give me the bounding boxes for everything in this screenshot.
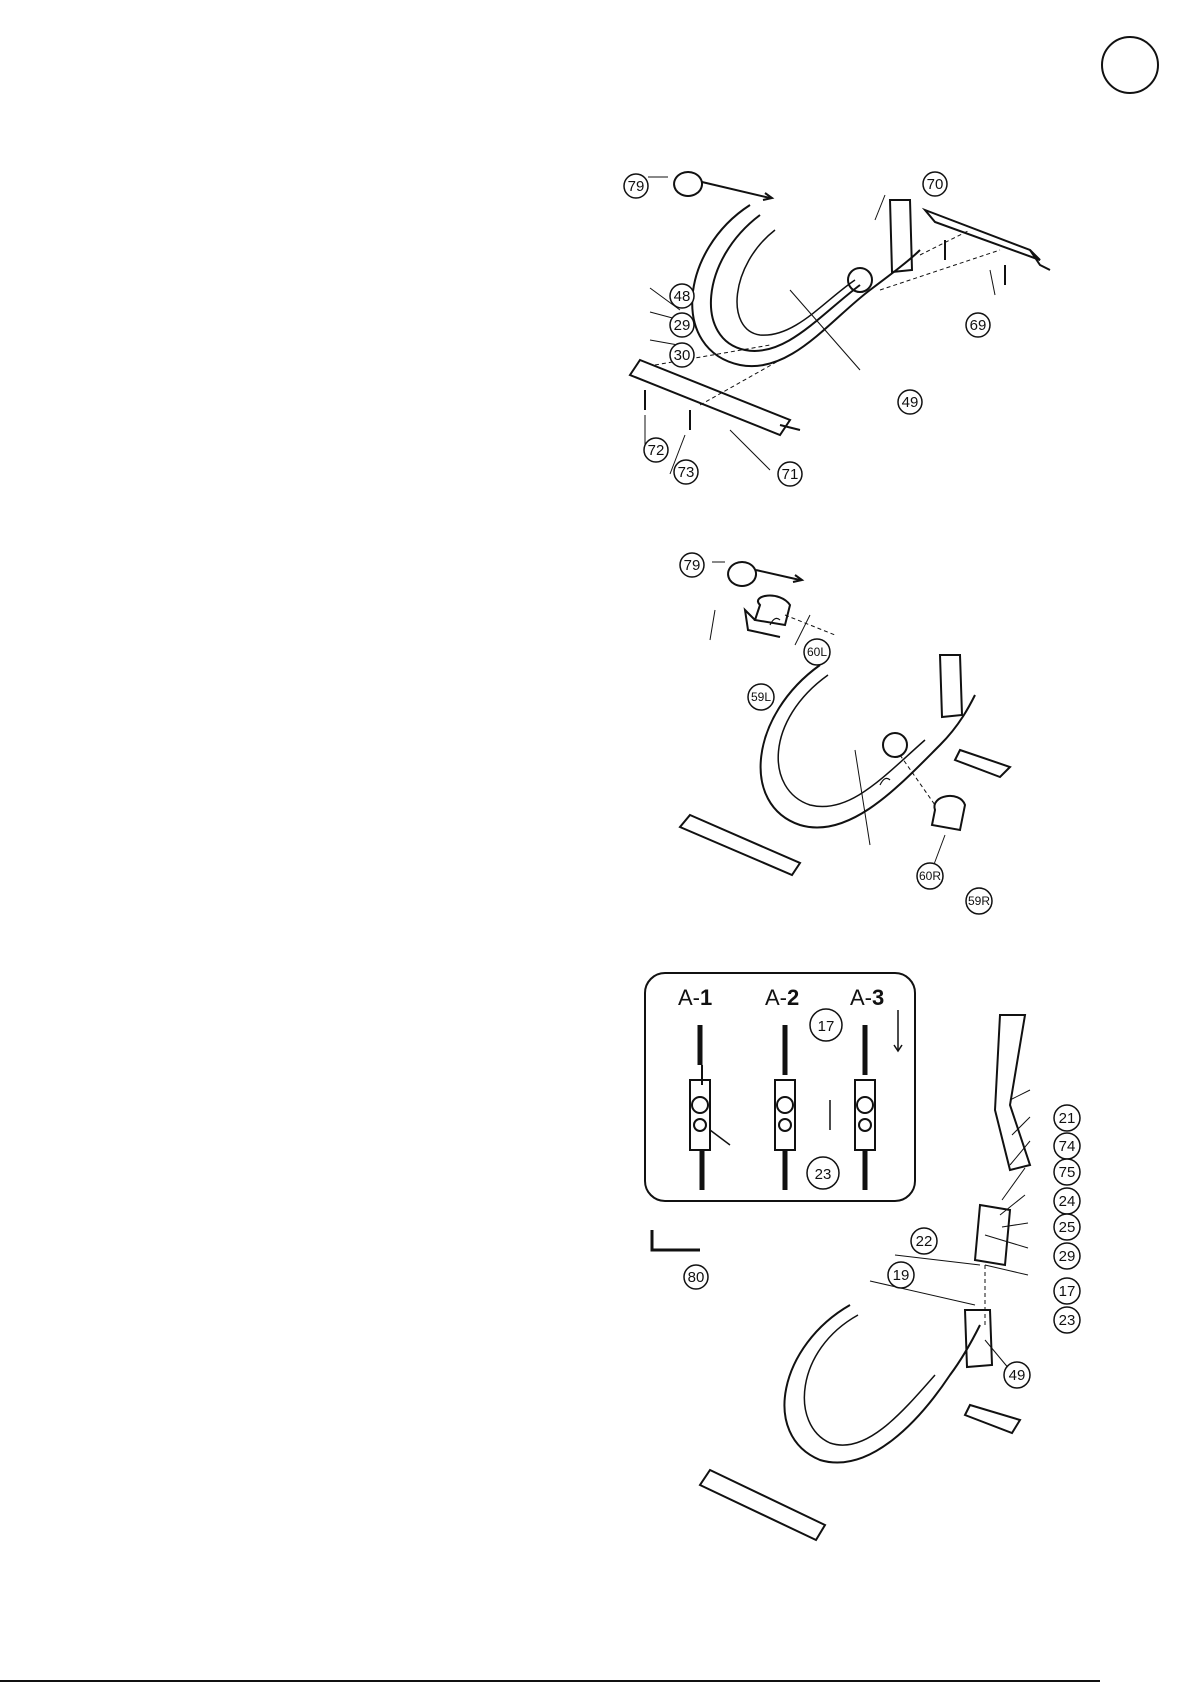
part-label: 24: [1059, 1193, 1076, 1210]
part-label: 49: [1009, 1367, 1026, 1384]
inset-step-label: A-3: [850, 985, 884, 1010]
part-label: 70: [927, 176, 944, 193]
footer-rule: [0, 1680, 1100, 1682]
part-label: 79: [628, 178, 645, 195]
part-label: 59L: [751, 690, 771, 704]
part-label: 23: [815, 1166, 832, 1183]
figure2-callouts: 79 60L 59L 60R 59R: [670, 545, 1050, 925]
figure1-callout-layer: 79 70 48 29 30 69 49 72 73 71: [620, 160, 1090, 500]
part-label: 19: [893, 1267, 910, 1284]
part-label: 23: [1059, 1312, 1076, 1329]
part-label: 17: [818, 1018, 835, 1035]
page-marker-circle: [1101, 36, 1159, 94]
figure3-callouts: A-1 A-2 A-3 17 23 80 21 74 75: [640, 965, 1100, 1560]
part-label: 25: [1059, 1219, 1076, 1236]
part-label: 22: [916, 1233, 933, 1250]
figure2-callout-layer: 79 60L 59L 60R 59R: [670, 545, 1050, 925]
part-label: 29: [674, 317, 691, 334]
part-label: 60L: [807, 645, 827, 659]
part-label: 75: [1059, 1164, 1076, 1181]
figure3-callout-layer: A-1 A-2 A-3 17 23 80 21 74 75: [640, 965, 1100, 1560]
part-label: 59R: [968, 894, 990, 908]
part-label: 79: [684, 557, 701, 574]
part-label: 73: [678, 464, 695, 481]
part-label: 74: [1059, 1138, 1076, 1155]
part-label: 60R: [919, 869, 941, 883]
part-label: 49: [902, 394, 919, 411]
part-label: 48: [674, 288, 691, 305]
figure1-callouts: 79 70 48 29 30 69 49 72 73 71: [620, 160, 1090, 500]
part-label: 72: [648, 442, 665, 459]
part-label: 21: [1059, 1110, 1076, 1127]
part-label: 71: [782, 466, 799, 483]
part-label: 80: [688, 1269, 705, 1286]
inset-step-label: A-1: [678, 985, 712, 1010]
part-label: 30: [674, 347, 691, 364]
part-label: 17: [1059, 1283, 1076, 1300]
inset-step-label: A-2: [765, 985, 799, 1010]
part-label: 29: [1059, 1248, 1076, 1265]
part-label: 69: [970, 317, 987, 334]
